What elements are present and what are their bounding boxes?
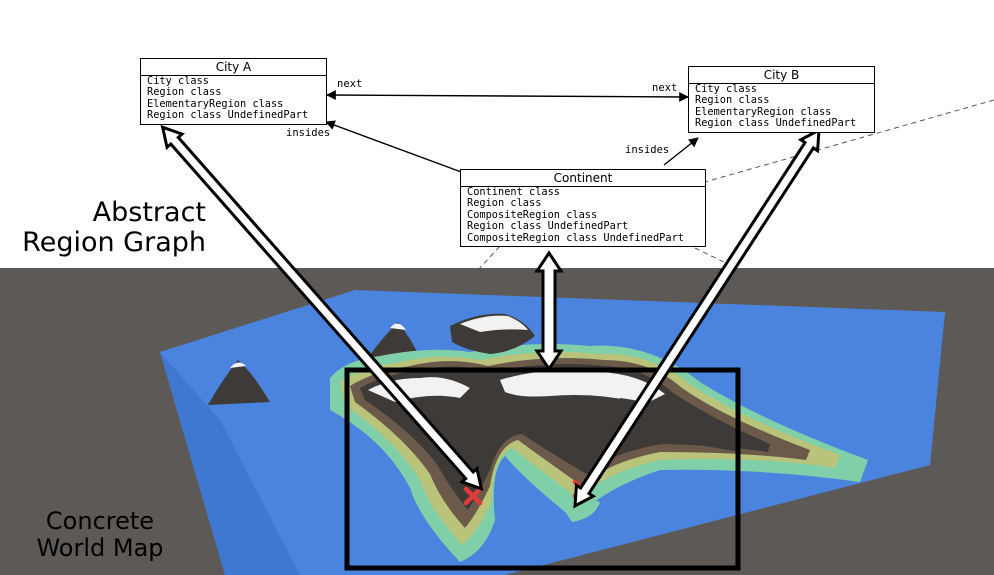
focus-rectangle xyxy=(344,367,741,571)
node-city-a-row-1: City class xyxy=(147,76,209,87)
edge-label-next-right: next xyxy=(652,82,678,94)
edge-insides-left xyxy=(325,120,465,174)
node-city-b-row-3: ElementaryRegion class xyxy=(695,106,832,118)
node-city-a: City A City class Region class Elementar… xyxy=(140,58,327,125)
abstract-region-graph-label: Abstract Region Graph xyxy=(4,197,206,259)
abstract-label-line-2: Region Graph xyxy=(22,227,206,259)
node-continent-row-5: CompositeRegion class UndefinedPart xyxy=(467,232,684,244)
node-city-a-row-4: Region class UndefinedPart xyxy=(147,110,309,122)
link-arrows xyxy=(160,124,821,509)
concrete-label-line-2: World Map xyxy=(36,533,164,562)
node-city-b-row-1: City class xyxy=(695,84,757,95)
node-continent-title: Continent xyxy=(461,170,705,187)
link-arrow-continent xyxy=(534,250,564,372)
island-small xyxy=(208,360,270,405)
edge-insides-right xyxy=(663,137,699,166)
node-continent-row-2: Region class xyxy=(467,198,542,210)
node-city-a-row-2: Region class xyxy=(147,87,222,99)
edge-label-insides-right: insides xyxy=(625,144,670,156)
link-arrow-city-a xyxy=(160,124,484,492)
node-continent: Continent Continent class Region class C… xyxy=(460,169,706,247)
node-city-a-row-3: ElementaryRegion class xyxy=(147,98,284,110)
marker-city-a xyxy=(463,486,483,506)
node-city-b: City B City class Region class Elementar… xyxy=(688,66,875,133)
concrete-world-map-label: Concrete World Map xyxy=(22,508,178,562)
node-continent-row-4: Region class UndefinedPart xyxy=(467,221,629,233)
node-continent-row-1: Continent class xyxy=(467,187,560,198)
graph-edges xyxy=(325,90,699,174)
world-map xyxy=(160,290,945,575)
node-continent-row-3: CompositeRegion class xyxy=(467,209,598,221)
edge-next xyxy=(326,90,689,102)
node-city-b-row-2: Region class xyxy=(695,95,770,107)
link-arrow-city-b xyxy=(573,127,821,509)
edge-label-next-left: next xyxy=(337,78,363,90)
node-city-a-title: City A xyxy=(141,59,326,76)
water-shade xyxy=(160,352,300,575)
dashed-guides xyxy=(477,99,994,271)
node-city-b-row-4: Region class UndefinedPart xyxy=(695,118,857,130)
node-city-b-title: City B xyxy=(689,67,874,84)
abstract-label-line-1: Abstract xyxy=(92,197,206,228)
main-island xyxy=(330,313,868,562)
concrete-label-line-1: Concrete xyxy=(45,507,155,535)
edge-label-insides-left: insides xyxy=(286,127,331,139)
